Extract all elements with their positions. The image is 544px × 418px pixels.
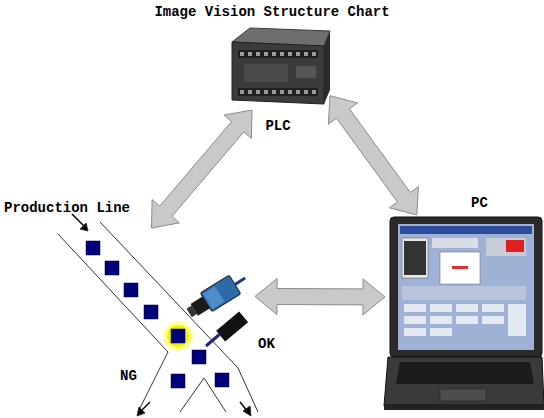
- chart-title: Image Vision Structure Chart: [0, 4, 544, 20]
- block-arrow: [328, 96, 418, 215]
- node-label: Production Line: [4, 200, 130, 216]
- device-node: Production Line: [30, 228, 255, 418]
- light-glow: [163, 321, 193, 351]
- block-arrow: [255, 279, 385, 315]
- branch-label: OK: [258, 336, 275, 352]
- device-node: PLC: [226, 26, 330, 110]
- block-arrow: [152, 110, 253, 228]
- conveyor: [58, 214, 258, 416]
- plc-device: [232, 28, 330, 104]
- sensor: [216, 312, 248, 342]
- laptop: [384, 217, 544, 410]
- device-node: PC: [385, 215, 544, 415]
- workpieces: [86, 241, 229, 388]
- light-spot: [167, 325, 189, 347]
- node-label: PLC: [226, 118, 330, 134]
- node-label: PC: [471, 195, 488, 211]
- sensor-beam: [206, 334, 220, 346]
- branch-label: NG: [120, 368, 137, 384]
